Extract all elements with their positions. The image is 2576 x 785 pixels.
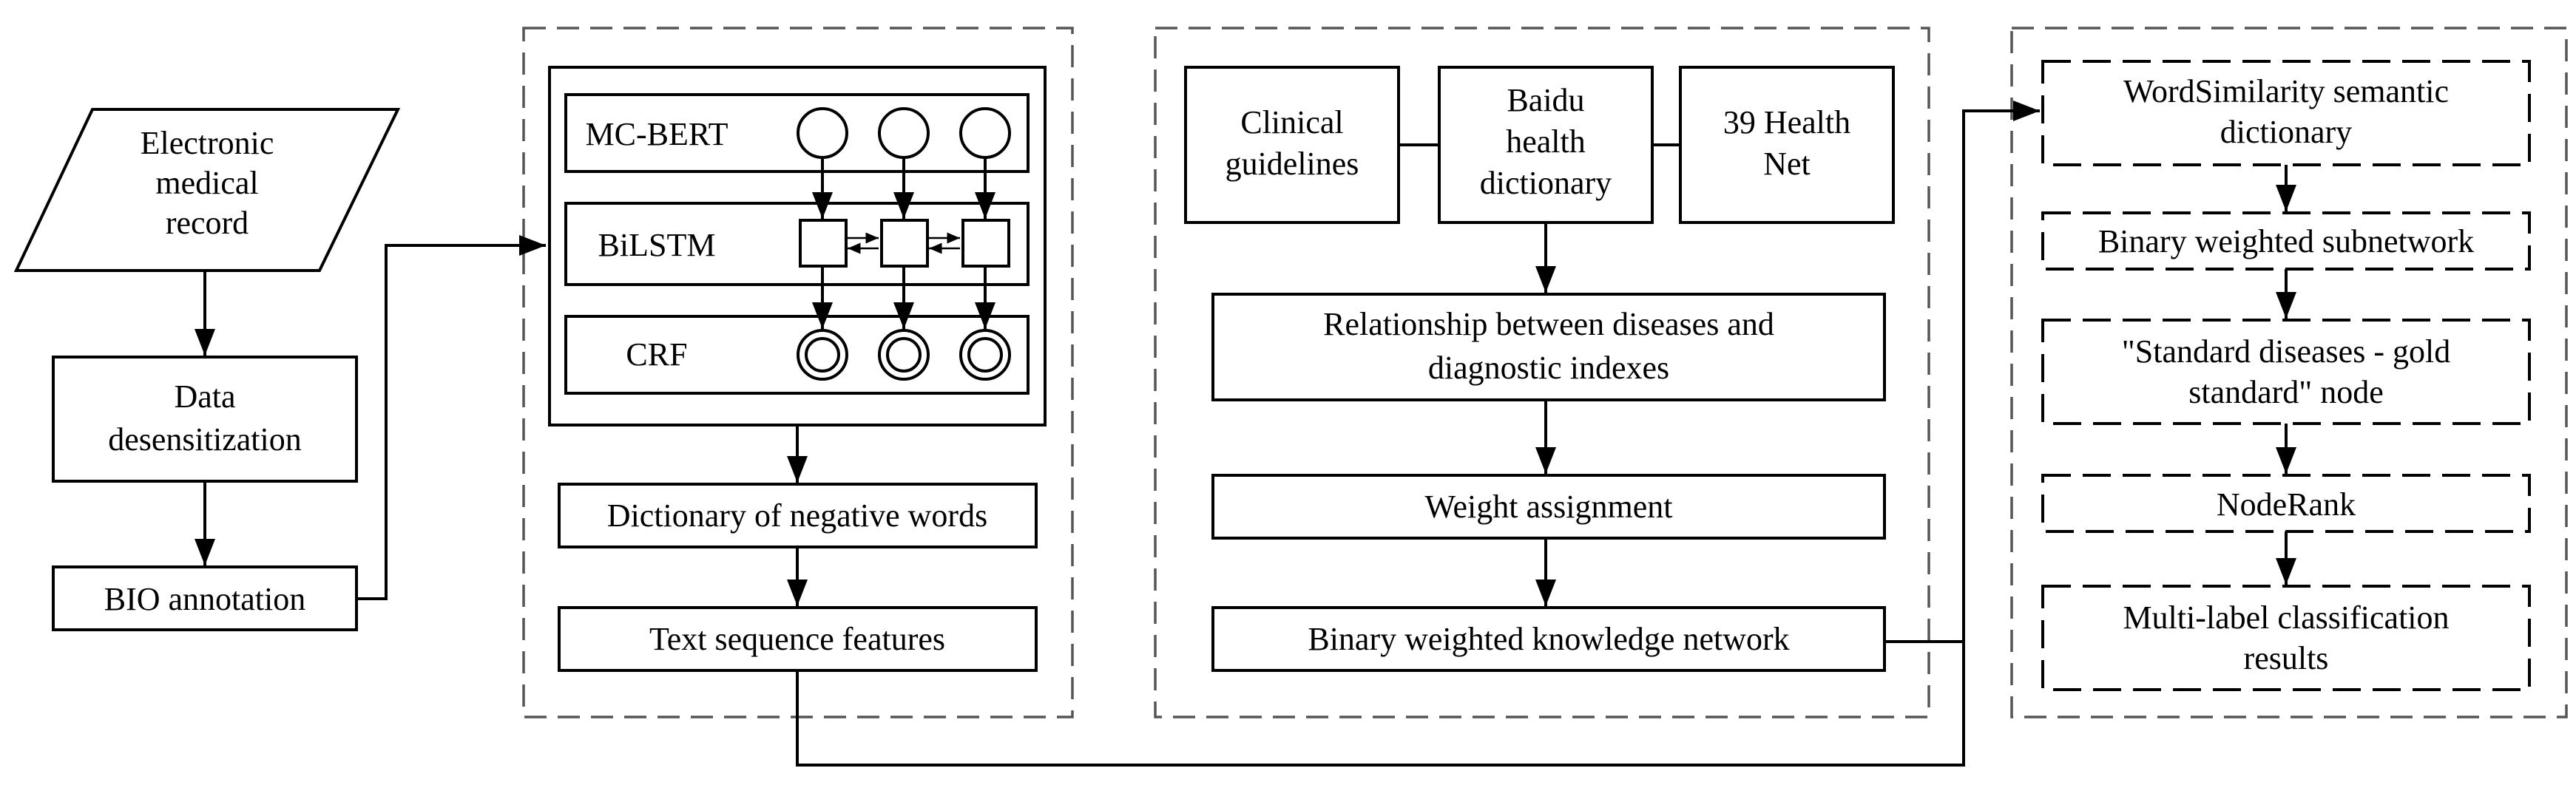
baidu-dictionary-line1: Baidu (1507, 82, 1584, 118)
desensitization-label-line1: Data (174, 378, 235, 415)
mcbert-node-3 (959, 107, 1011, 159)
relationship-box (1211, 293, 1886, 401)
knowledge-network-label: Binary weighted knowledge network (1308, 621, 1789, 657)
bio-annotation-box (52, 565, 358, 631)
relationship-line2: diagnostic indexes (1428, 350, 1669, 386)
gold-standard-line1: "Standard diseases - gold (2122, 333, 2450, 370)
subnetwork-label: Binary weighted subnetwork (2098, 223, 2474, 259)
results-line2: results (2244, 640, 2329, 676)
bio-annotation-label: BIO annotation (104, 581, 306, 617)
bilstm-label: BiLSTM (598, 227, 716, 263)
crf-node-2-inner (886, 337, 922, 373)
negative-dictionary-label: Dictionary of negative words (607, 497, 987, 534)
knowledge-network-box (1211, 606, 1886, 672)
health39-line2: Net (1763, 146, 1811, 182)
clinical-guidelines-line2: guidelines (1226, 146, 1359, 182)
baidu-dictionary-line2: health (1506, 123, 1586, 160)
wordsim-line2: dictionary (2220, 114, 2352, 150)
noderank-label: NodeRank (2217, 486, 2356, 523)
negative-dictionary-box (558, 483, 1038, 548)
arrow-bio-to-model (356, 235, 546, 600)
bilstm-layer (564, 202, 1030, 286)
mcbert-label: MC-BERT (586, 116, 728, 152)
mcbert-node-1 (797, 107, 848, 159)
classification-group-frame (2010, 27, 2568, 718)
arrow-features-to-wordsim (796, 111, 1965, 767)
weight-assignment-label: Weight assignment (1425, 489, 1673, 525)
noderank-box (2041, 474, 2531, 533)
text-features-box (558, 606, 1038, 672)
crf-node-1-inner (805, 337, 840, 373)
wordsim-line1: WordSimilarity semantic (2123, 73, 2449, 109)
desensitization-label-line2: desensitization (108, 421, 302, 458)
results-box (2041, 585, 2531, 691)
results-line1: Multi-label classification (2123, 599, 2449, 636)
subnetwork-box (2041, 211, 2531, 271)
bilstm-cell-3 (961, 219, 1010, 268)
mcbert-node-2 (878, 107, 930, 159)
weight-assignment-box (1211, 474, 1886, 540)
clinical-guidelines-box (1184, 66, 1400, 224)
bilstm-cell-2 (880, 219, 929, 268)
clinical-guidelines-line1: Clinical (1240, 104, 1343, 140)
desensitization-box (52, 356, 358, 483)
emr-label-line1: Electronic (141, 125, 274, 161)
emr-label-line3: record (166, 205, 249, 241)
baidu-dictionary-box (1438, 66, 1654, 224)
gold-standard-line2: standard" node (2188, 374, 2384, 410)
crf-node-3-inner (967, 337, 1003, 373)
crf-label: CRF (626, 336, 687, 373)
relationship-line1: Relationship between diseases and (1323, 306, 1774, 342)
knowledge-group-frame (1154, 27, 1930, 718)
emr-label-line2: medical (155, 165, 258, 201)
text-features-label: Text sequence features (649, 621, 945, 657)
gold-standard-box (2041, 319, 2531, 425)
health39-line1: 39 Health (1723, 104, 1850, 140)
wordsim-box (2041, 60, 2531, 166)
emr-parallelogram (13, 108, 401, 272)
baidu-dictionary-line3: dictionary (1480, 165, 1612, 201)
bilstm-cell-1 (799, 219, 848, 268)
health39-box (1679, 66, 1895, 224)
